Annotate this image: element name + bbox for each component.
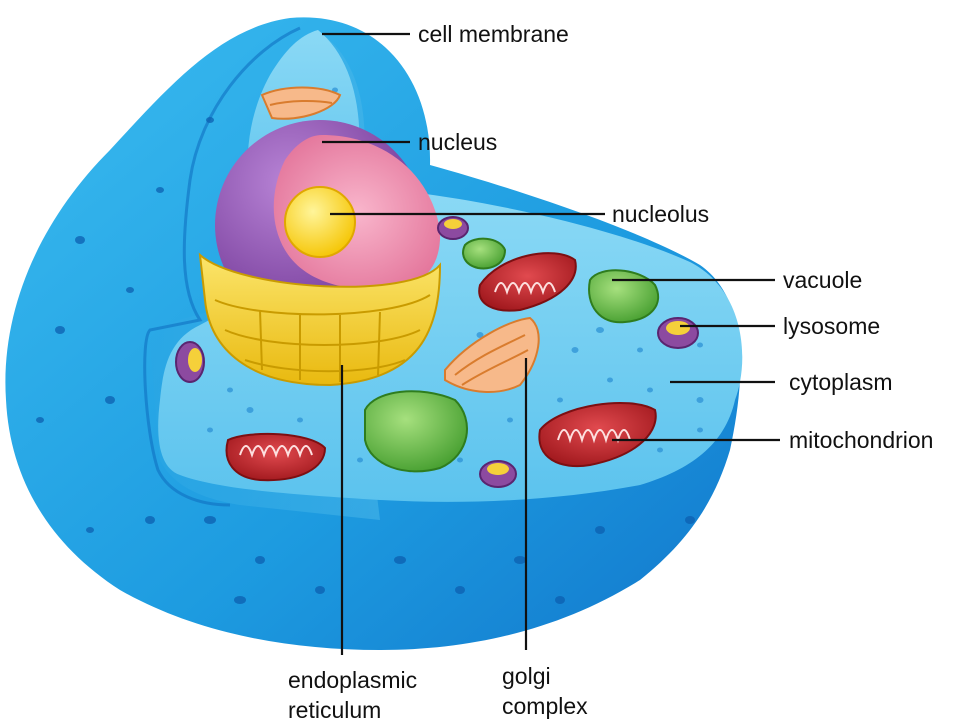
label-reticulum: reticulum	[288, 697, 381, 720]
label-cytoplasm: cytoplasm	[789, 369, 893, 395]
label-cell-membrane: cell membrane	[418, 21, 569, 47]
label-endoplasmic: endoplasmic	[288, 667, 417, 693]
label-complex: complex	[502, 693, 588, 719]
lysosome-3	[437, 216, 469, 240]
er-folds	[214, 294, 431, 382]
membrane-pits	[36, 117, 695, 604]
vacuole-3	[462, 237, 507, 270]
label-mitochondrion: mitochondrion	[789, 427, 933, 453]
endoplasmic-reticulum	[198, 252, 442, 387]
label-vacuole: vacuole	[783, 267, 862, 293]
leader-lines	[322, 32, 780, 655]
mitochondrion-3	[225, 432, 327, 482]
label-nucleus: nucleus	[418, 129, 497, 155]
vacuole-2	[364, 390, 468, 473]
vacuole-1	[588, 269, 660, 324]
nucleolus	[284, 186, 356, 258]
label-golgi: golgi	[502, 663, 551, 689]
label-nucleolus: nucleolus	[612, 201, 709, 227]
golgi-upper	[260, 86, 342, 120]
golgi-complex-shape	[444, 316, 540, 393]
lysosome-4	[175, 341, 205, 383]
lysosome-1	[657, 317, 699, 349]
lysosome-2	[479, 460, 517, 488]
cell-membrane-wall	[143, 26, 301, 507]
mitochondrion-1	[478, 252, 577, 312]
label-lysosome: lysosome	[783, 313, 880, 339]
